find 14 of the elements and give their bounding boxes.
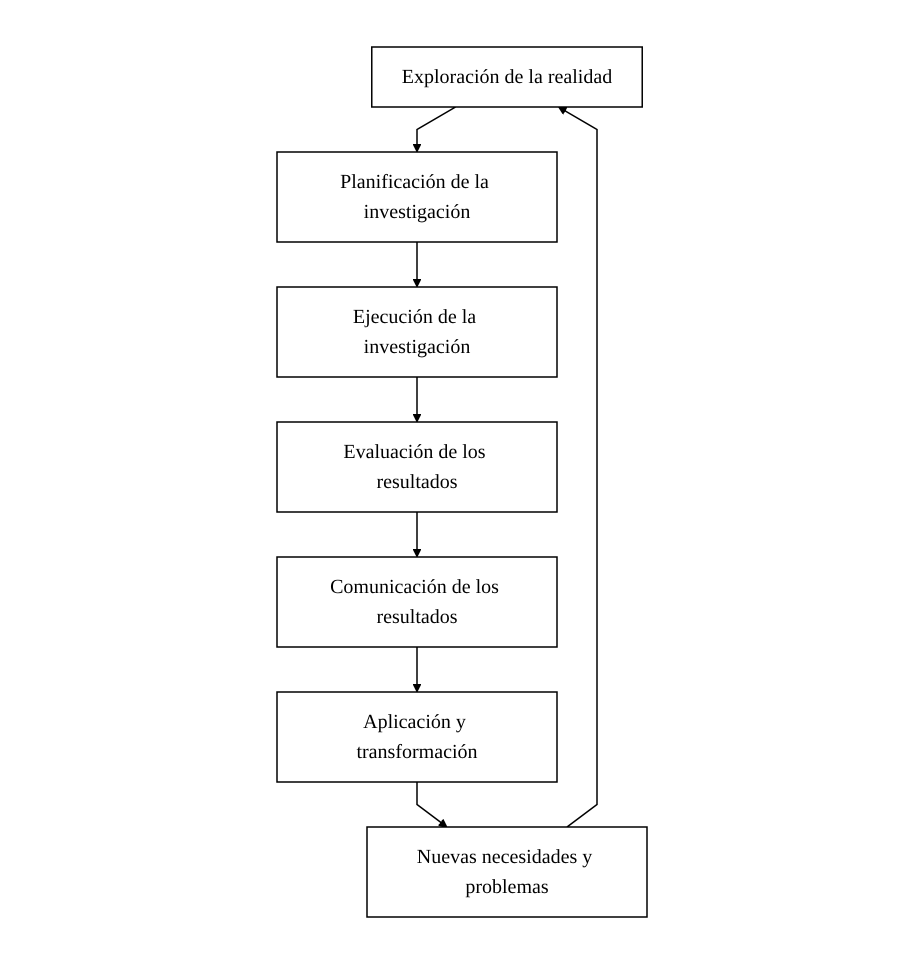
node-box: Exploración de la realidad xyxy=(371,46,643,108)
node-box: Aplicación y transformación xyxy=(276,691,558,783)
arrow xyxy=(412,106,456,152)
node-box: Evaluación de los resultados xyxy=(276,421,558,513)
arrow xyxy=(412,377,422,422)
node-box: Planificación de la investigación xyxy=(276,151,558,243)
arrow xyxy=(412,512,422,558)
node-box: Ejecución de la investigación xyxy=(276,286,558,378)
arrow xyxy=(416,782,448,828)
arrow xyxy=(558,106,598,828)
arrow xyxy=(412,647,422,692)
node-box: Nuevas necesidades y problemas xyxy=(366,826,648,918)
node-box: Comunicación de los resultados xyxy=(276,556,558,648)
arrow xyxy=(412,242,422,288)
